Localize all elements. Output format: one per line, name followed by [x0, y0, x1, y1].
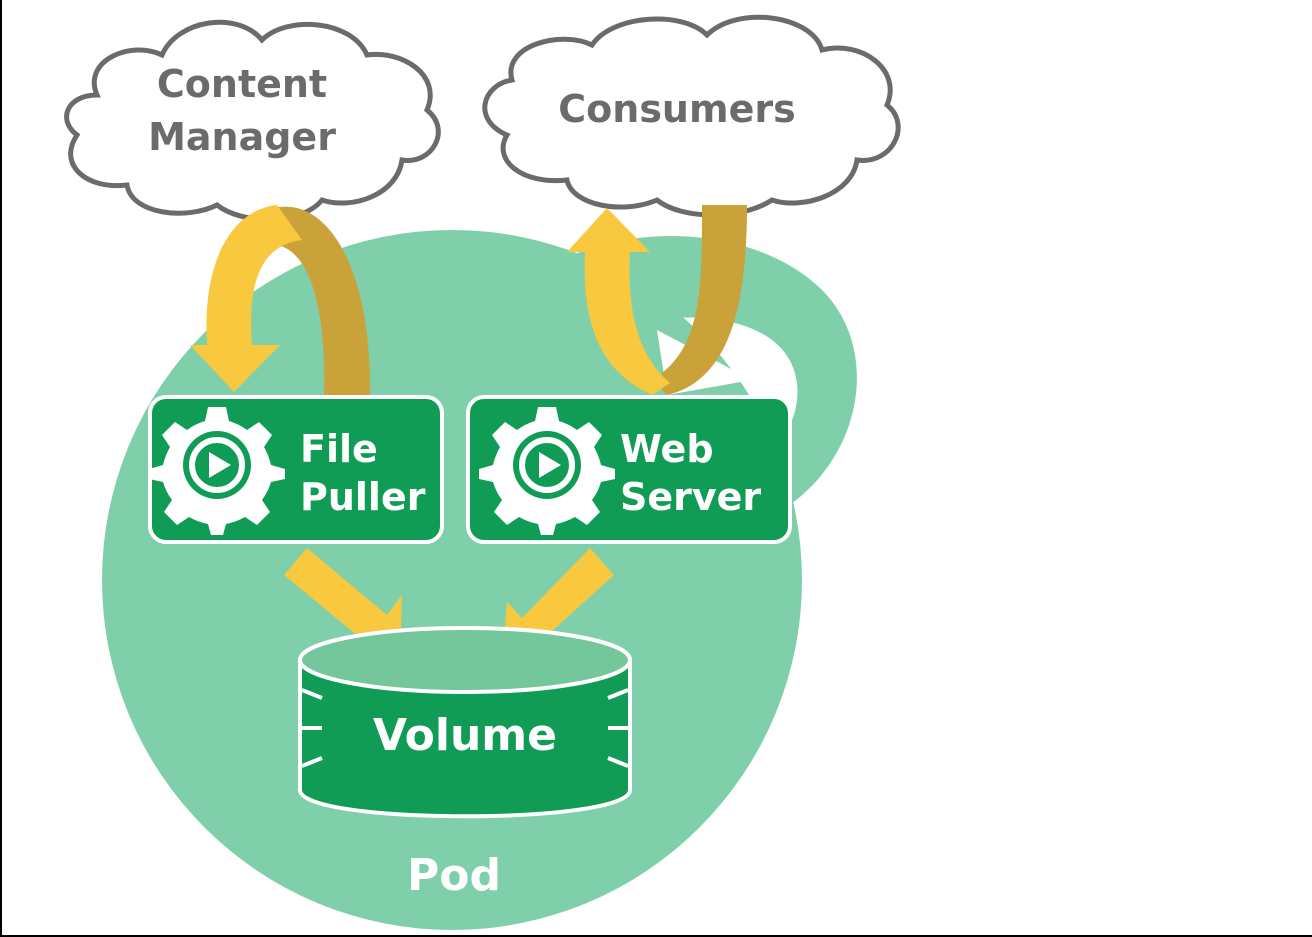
gear-play-icon — [149, 407, 285, 535]
cloud-label-line1: Content — [157, 62, 327, 106]
container-label-line2: Server — [620, 475, 761, 519]
cloud-label-line2: Manager — [148, 115, 336, 159]
content-manager-file-puller-arrows — [190, 205, 371, 395]
consumers-cloud: Consumers — [482, 14, 901, 218]
container-label-line1: File — [300, 427, 378, 471]
volume-top — [298, 626, 632, 694]
pod-label: Pod — [407, 850, 501, 901]
return-arrow-band — [267, 206, 371, 395]
pull-arrow-band — [206, 205, 302, 345]
request-arrow-band — [652, 205, 747, 395]
container-label-line1: Web — [620, 427, 714, 471]
volume: Volume — [298, 626, 632, 819]
gear-play-icon — [479, 407, 615, 535]
volume-tick-marks — [301, 688, 629, 768]
cloud-label: Consumers — [558, 87, 795, 131]
cloud-shape — [64, 19, 441, 222]
response-arrow-band — [584, 250, 670, 395]
pull-arrow-head — [190, 345, 280, 392]
volume-body — [298, 658, 632, 819]
volume-label: Volume — [373, 710, 557, 761]
cloud-shape — [482, 14, 901, 218]
container-label-line2: Puller — [300, 475, 426, 519]
response-arrow-head — [567, 208, 650, 252]
web-server-consumers-arrows — [567, 205, 747, 395]
content-manager-cloud: Content Manager — [64, 19, 441, 222]
file-puller-container: File Puller — [148, 395, 444, 544]
web-server-container: Web Server — [466, 395, 792, 544]
